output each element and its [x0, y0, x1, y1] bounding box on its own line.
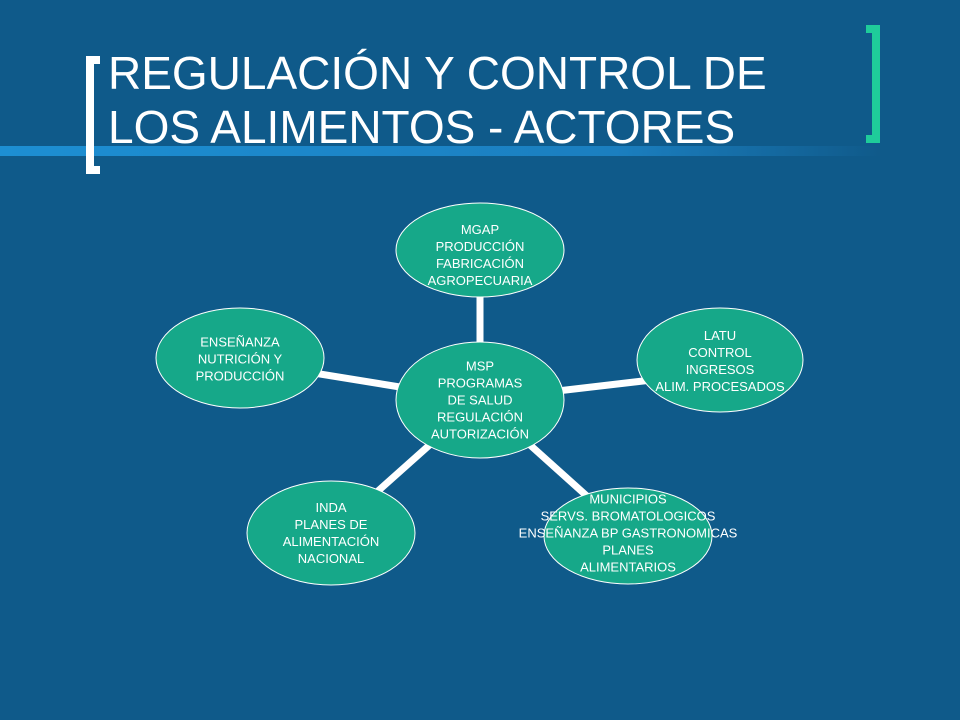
left-bracket-decoration	[86, 56, 100, 174]
node-text: ENSEÑANZA	[200, 334, 280, 350]
node-text: FABRICACIÓN	[435, 256, 525, 271]
node-text: PRODUCCIÓN	[435, 239, 525, 254]
node-text: PROGRAMAS	[437, 375, 523, 391]
node-text: MSP	[465, 358, 495, 374]
node-label-ensenanza: ENSEÑANZA NUTRICIÓN Y PRODUCCIÓN	[196, 334, 285, 385]
right-bracket-decoration	[866, 25, 880, 143]
node-text: PLANES	[602, 542, 654, 558]
node-label-inda: INDA PLANES DE ALIMENTACIÓN NACIONAL	[283, 499, 380, 567]
node-label-municipios: MUNICIPIOS SERVS. BROMATOLOGICOS ENSEÑAN…	[519, 491, 738, 576]
node-text: MUNICIPIOS	[589, 491, 667, 507]
title-underline-bar	[0, 146, 880, 156]
node-text: PLANES DE	[294, 517, 368, 532]
node-text: NACIONAL	[297, 551, 365, 566]
slide-title-line-1: REGULACIÓN Y CONTROL DE	[108, 47, 767, 99]
node-label-latu: LATU CONTROL INGRESOS ALIM. PROCESADOS	[655, 327, 784, 395]
node-text: AGROPECUARIA	[427, 273, 533, 288]
node-mgap	[395, 202, 565, 298]
node-text: ALIMENTARIOS	[580, 559, 676, 575]
node-center-msp	[395, 341, 565, 459]
node-text: SERVS. BROMATOLOGICOS	[540, 508, 716, 524]
node-inda	[246, 480, 416, 586]
node-municipios	[543, 487, 713, 585]
node-text: ALIMENTACIÓN	[282, 534, 380, 549]
node-label-center-msp: MSP PROGRAMAS DE SALUD REGULACIÓN AUTORI…	[431, 358, 529, 443]
node-text: NUTRICIÓN Y	[197, 351, 283, 367]
slide-title-line-2: LOS ALIMENTOS - ACTORES	[108, 101, 736, 153]
node-text: ENSEÑANZA BP GASTRONOMICAS	[518, 525, 738, 541]
node-text: INGRESOS	[685, 362, 755, 377]
node-text: REGULACIÓN	[437, 409, 523, 425]
node-text: AUTORIZACIÓN	[431, 426, 529, 442]
node-ensenanza	[155, 307, 325, 409]
node-label-mgap: MGAP PRODUCCIÓN FABRICACIÓN AGROPECUARIA	[428, 221, 533, 289]
node-text: MGAP	[460, 222, 500, 237]
node-text: DE SALUD	[447, 392, 513, 408]
node-text: PRODUCCIÓN	[195, 368, 285, 384]
node-text: INDA	[315, 500, 347, 515]
node-text: LATU	[703, 328, 737, 343]
node-latu	[636, 307, 804, 413]
node-text: ALIM. PROCESADOS	[655, 379, 785, 394]
node-text: CONTROL	[688, 345, 752, 360]
nodes	[155, 202, 804, 586]
slide-title: REGULACIÓN Y CONTROL DE LOS ALIMENTOS - …	[108, 46, 868, 154]
